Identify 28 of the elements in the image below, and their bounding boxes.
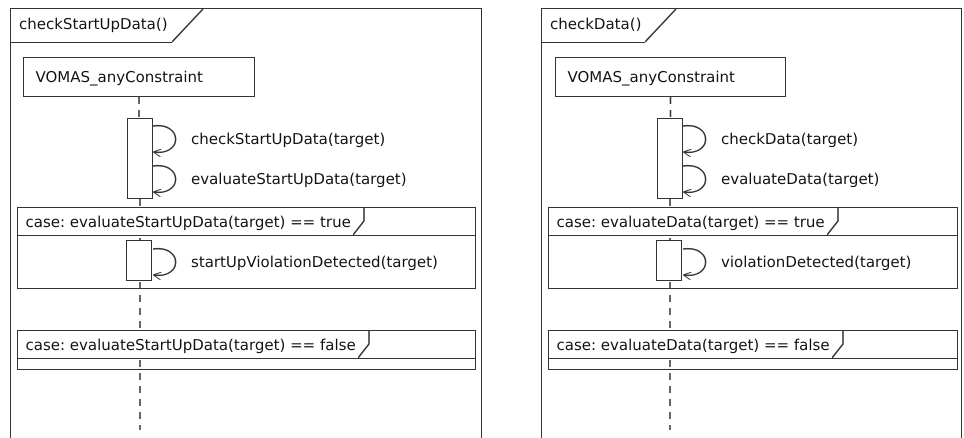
combined-fragment	[548, 330, 958, 370]
activation-bar	[656, 118, 682, 198]
sequence-frame	[10, 8, 482, 438]
activation-bar	[656, 240, 682, 281]
self-message-arrow	[152, 248, 176, 280]
lifeline	[138, 97, 140, 118]
self-message-arrow	[152, 165, 176, 197]
message-label: evaluateData(target)	[721, 170, 880, 188]
message-label: evaluateStartUpData(target)	[191, 170, 407, 188]
self-message-arrow	[682, 248, 706, 280]
lifeline-header: VOMAS_anyConstraint	[22, 56, 254, 96]
self-message-arrow	[152, 125, 176, 157]
frame-title: checkData()	[542, 9, 646, 43]
message-label: violationDetected(target)	[721, 253, 912, 271]
activation-bar	[126, 118, 152, 198]
message-label: startUpViolationDetected(target)	[191, 253, 438, 271]
message-label: checkStartUpData(target)	[191, 130, 386, 148]
message-label: checkData(target)	[721, 130, 858, 148]
sequence-frame	[541, 8, 962, 438]
combined-fragment	[16, 206, 476, 288]
lifeline	[670, 97, 672, 118]
activation-bar	[126, 240, 152, 281]
combined-fragment	[16, 330, 476, 370]
self-message-arrow	[682, 125, 706, 157]
lifeline-header: VOMAS_anyConstraint	[554, 56, 786, 96]
self-message-arrow	[682, 165, 706, 197]
combined-fragment	[548, 206, 958, 288]
frame-title: checkStartUpData()	[11, 9, 172, 43]
